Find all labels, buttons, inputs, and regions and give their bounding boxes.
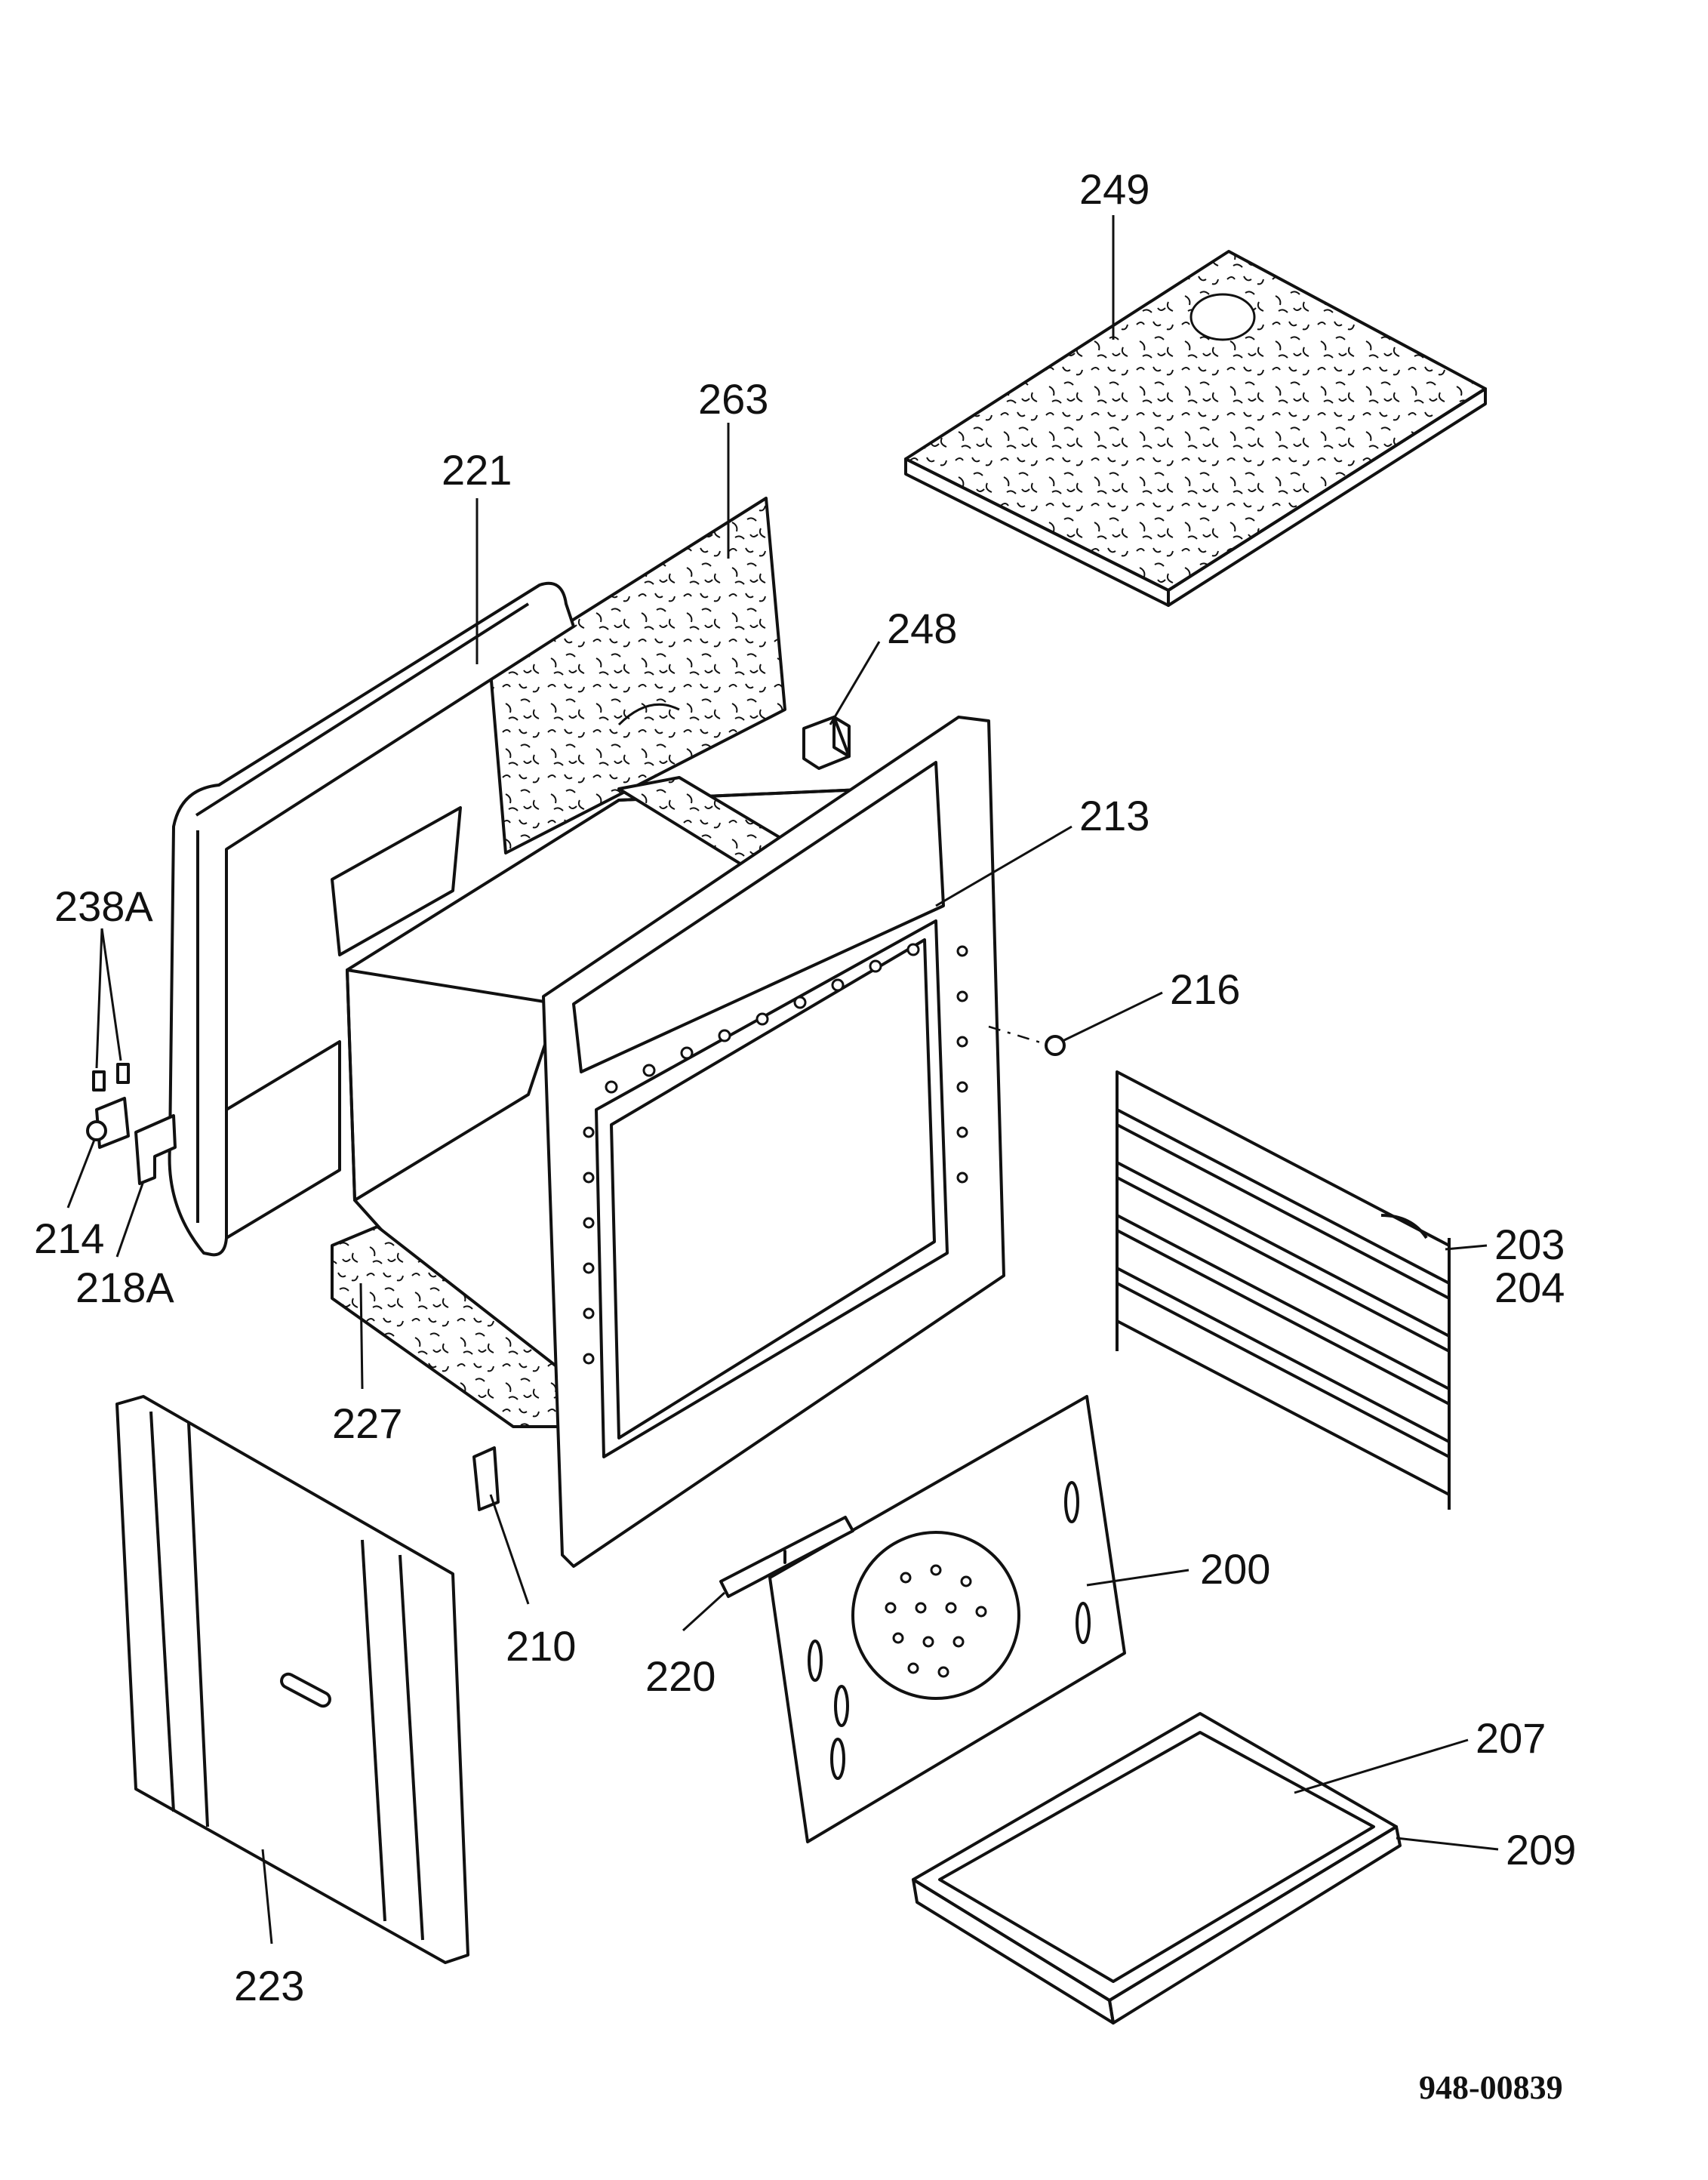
- callout-leader-lines: [66, 215, 1499, 1944]
- callout-203: 203: [1494, 1221, 1565, 1268]
- fan-cover-holes: [885, 1564, 987, 1678]
- callout-214: 214: [34, 1215, 104, 1262]
- callout-labels: 249 263 221 248 213 238A 216 214 218A 20…: [34, 165, 1576, 2106]
- part-249-top-insulation: [904, 250, 1487, 607]
- part-263-rear-insulation: [489, 497, 786, 854]
- callout-263: 263: [698, 375, 768, 423]
- callout-223: 223: [234, 1962, 304, 2009]
- part-207-209-baking-tray: [912, 1712, 1402, 2025]
- callout-218A: 218A: [75, 1264, 174, 1311]
- part-216-screw: [988, 1025, 1066, 1056]
- callout-248: 248: [887, 605, 957, 652]
- part-248-bracket: [802, 716, 851, 770]
- callout-220: 220: [645, 1652, 716, 1700]
- callout-238A: 238A: [54, 882, 153, 930]
- callout-207: 207: [1476, 1714, 1546, 1762]
- callout-200: 200: [1200, 1545, 1270, 1593]
- callout-204: 204: [1494, 1264, 1565, 1311]
- part-200-rear-fan-panel: [768, 1395, 1126, 1843]
- callout-213: 213: [1079, 792, 1149, 839]
- part-238A-screws: [92, 1063, 130, 1092]
- callout-227: 227: [332, 1399, 402, 1447]
- part-213-front-frame: [542, 716, 1005, 1568]
- callout-209: 209: [1506, 1826, 1576, 1874]
- part-220-fan-bracket: [719, 1516, 854, 1598]
- part-203-204-shelf-rack: [1116, 1070, 1451, 1510]
- part-223-side-panel: [115, 1395, 469, 1964]
- front-frame-holes: [583, 943, 968, 1365]
- part-218A-bracket: [134, 1114, 177, 1185]
- part-214-hinge: [86, 1097, 130, 1149]
- part-221-rear-casing: [168, 581, 575, 1257]
- callout-221: 221: [442, 446, 512, 494]
- rear-casing-vent-holes: [225, 806, 462, 1239]
- part-210-clip: [472, 1446, 500, 1511]
- drawing-code: 948-00839: [1419, 2069, 1563, 2106]
- callout-249: 249: [1079, 165, 1149, 213]
- callout-216: 216: [1170, 965, 1240, 1013]
- callout-210: 210: [506, 1622, 576, 1670]
